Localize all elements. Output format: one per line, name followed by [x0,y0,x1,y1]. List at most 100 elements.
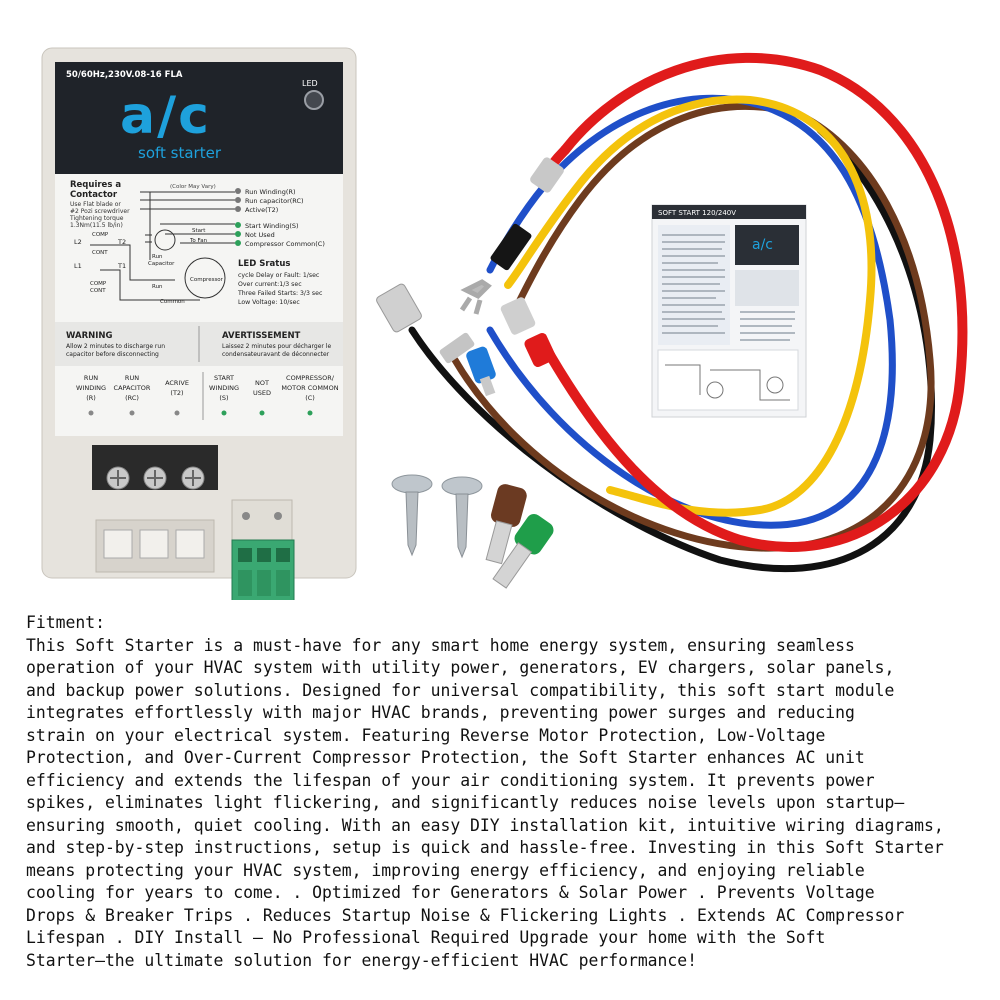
manual-logo: a/c [752,237,773,253]
bottom-terminal-2-line-1: RUN [125,374,139,382]
description-line: and backup power solutions. Designed for… [26,680,895,700]
red-wire [545,52,968,552]
soft-starter-device: 50/60Hz,230V.08-16 FLA LED a/c soft star… [41,47,357,600]
diagram-run-capacitor-1: Run [152,254,163,260]
subtitle: soft starter [138,144,222,162]
ferrules [485,484,554,589]
manual-title: SOFT START 120/240V [658,209,736,217]
screws [391,474,483,559]
diagram-run-capacitor-2: Capacitor [148,261,175,267]
diagram-l1: L1 [74,262,82,270]
brown-ferrule [485,484,527,565]
label-header [55,62,343,174]
avert-title: AVERTISSEMENT [222,331,301,341]
brown-wire [451,102,935,552]
bottom-terminal-3-line-2: (T2) [170,389,183,397]
description-line: Fitment: [26,613,105,632]
terminal-run-capacitor: Run capacitor(RC) [245,197,304,205]
description-line: This Soft Starter is a must-have for any… [26,635,855,655]
description-line: means protecting your HVAC system, impro… [26,860,865,880]
label-body [55,174,343,436]
avert-line-1: Laissez 2 minutes pour décharger le [222,343,331,350]
bottom-terminal-6-line-1: COMPRESSOR/ [286,374,335,382]
description-line: spikes, eliminates light flickering, and… [26,793,905,812]
blue-ferrule-pin [479,375,496,397]
description-line: Starter—the ultimate solution for energy… [26,950,698,970]
bottom-terminal-2-line-2: CAPACITOR [114,384,151,392]
logo: a/c [120,86,211,146]
bottom-terminal-6-line-3: (C) [305,394,315,402]
product-photo: SOFT START 120/240V a/c 50/60Hz,230V.08-… [41,47,968,600]
blue-red-connector [500,297,536,335]
mounting-tab [231,499,293,543]
description-line: strain on your electrical system. Featur… [26,725,826,745]
screw-1 [391,474,433,557]
bottom-terminal-1-line-1: RUN [84,374,98,382]
requires-line-4: 1.3Nm(11.5 lb/in) [70,222,123,229]
bottom-terminal-5-line-1: NOT [255,379,269,387]
description-line: Drops & Breaker Trips . Reduces Startup … [26,905,905,925]
screw-2 [441,476,483,559]
diagram-comp-cont-1: COMP [92,232,109,238]
bottom-terminal-6-line-2: MOTOR COMMON [281,384,338,392]
bottom-terminal-5-line-2: USED [253,389,271,397]
bottom-terminal-labels: RUN WINDING (R) RUN CAPACITOR (RC) ACRIV… [76,372,339,420]
description-line: operation of your HVAC system with utili… [26,658,895,677]
led-status-line-3: Three Failed Starts: 3/3 sec [237,290,323,297]
requires-title-1: Requires a [70,180,121,190]
bottom-terminal-2-line-3: (RC) [125,394,139,402]
led-status-line-2: Over current:1/3 sec [238,281,302,288]
wire-bundle [408,52,968,572]
led-status-line-1: cycle Delay or Fault: 1/sec [238,272,320,279]
instruction-manual: SOFT START 120/240V a/c [651,204,807,418]
description-line: Protection, and Over-Current Compressor … [26,748,865,767]
wiring-diagram [90,191,235,301]
diagram-comp-cont-3: COMP [90,281,107,287]
warning-title: WARNING [66,331,113,341]
bottom-terminal-4-line-1: START [214,374,234,382]
led-status-title: LED Sratus [238,259,290,269]
warning-line-1: Allow 2 minutes to discharge run [66,343,165,350]
terminal-legend: Run Winding(R) Run capacitor(RC) Active(… [235,188,325,248]
heat-shrink [490,223,532,271]
diagram-common: Common [160,299,185,305]
avert-line-2: condensateuravant de déconnecter [222,351,330,358]
terminal-run-winding: Run Winding(R) [245,188,296,196]
description-line: ensuring smooth, quiet cooling. With an … [26,815,944,835]
diagram-t2: T2 [117,238,126,246]
bottom-terminal-1-line-3: (R) [86,394,96,402]
lower-slots [95,519,215,573]
led-indicator [304,90,324,110]
diagram-to-fan: To Fan [189,238,208,244]
diagram-comp-cont-4: CONT [90,288,106,294]
yellow-wire [504,95,876,517]
ring-terminal [439,332,475,364]
led-label: LED [302,79,318,88]
description-line: and step-by-step instructions, setup is … [26,838,944,857]
wire-terminals [376,157,564,397]
bottom-terminal-3-line-1: ACRIVE [165,379,189,387]
requires-line-3: Tightening torque [69,215,124,222]
diagram-comp-cont-2: CONT [92,250,108,256]
diagram-compressor: Compressor [190,277,224,283]
blue-ferrule [466,346,496,384]
bottom-terminal-1-line-2: WINDING [76,384,106,392]
bottom-terminal-4-line-2: WINDING [209,384,239,392]
product-description: Fitment: This Soft Starter is a must-have… [26,612,981,972]
terminal-active: Active(T2) [245,206,278,214]
color-note: (Color May Vary) [170,184,216,190]
bottom-terminal-4-line-3: (S) [219,394,228,402]
green-ferrule [492,514,554,589]
screw-terminal-block [92,445,218,490]
description-line: integrates effortlessly with major HVAC … [26,703,855,722]
diagram-t1: T1 [117,262,126,270]
red-insulator [524,332,556,368]
diagram-l2: L2 [74,238,82,246]
description-line: Lifespan . DIY Install – No Professional… [26,928,826,947]
description-line: efficiency and extends the lifespan of y… [26,770,875,790]
red-crimp-terminal [530,157,564,193]
requires-line-2: #2 Pozi screwdriver [70,208,130,215]
led-status-line-4: Low Voltage: 10/sec [238,299,300,306]
requires-title-2: Contactor [70,190,118,200]
spade-terminal [376,283,422,333]
